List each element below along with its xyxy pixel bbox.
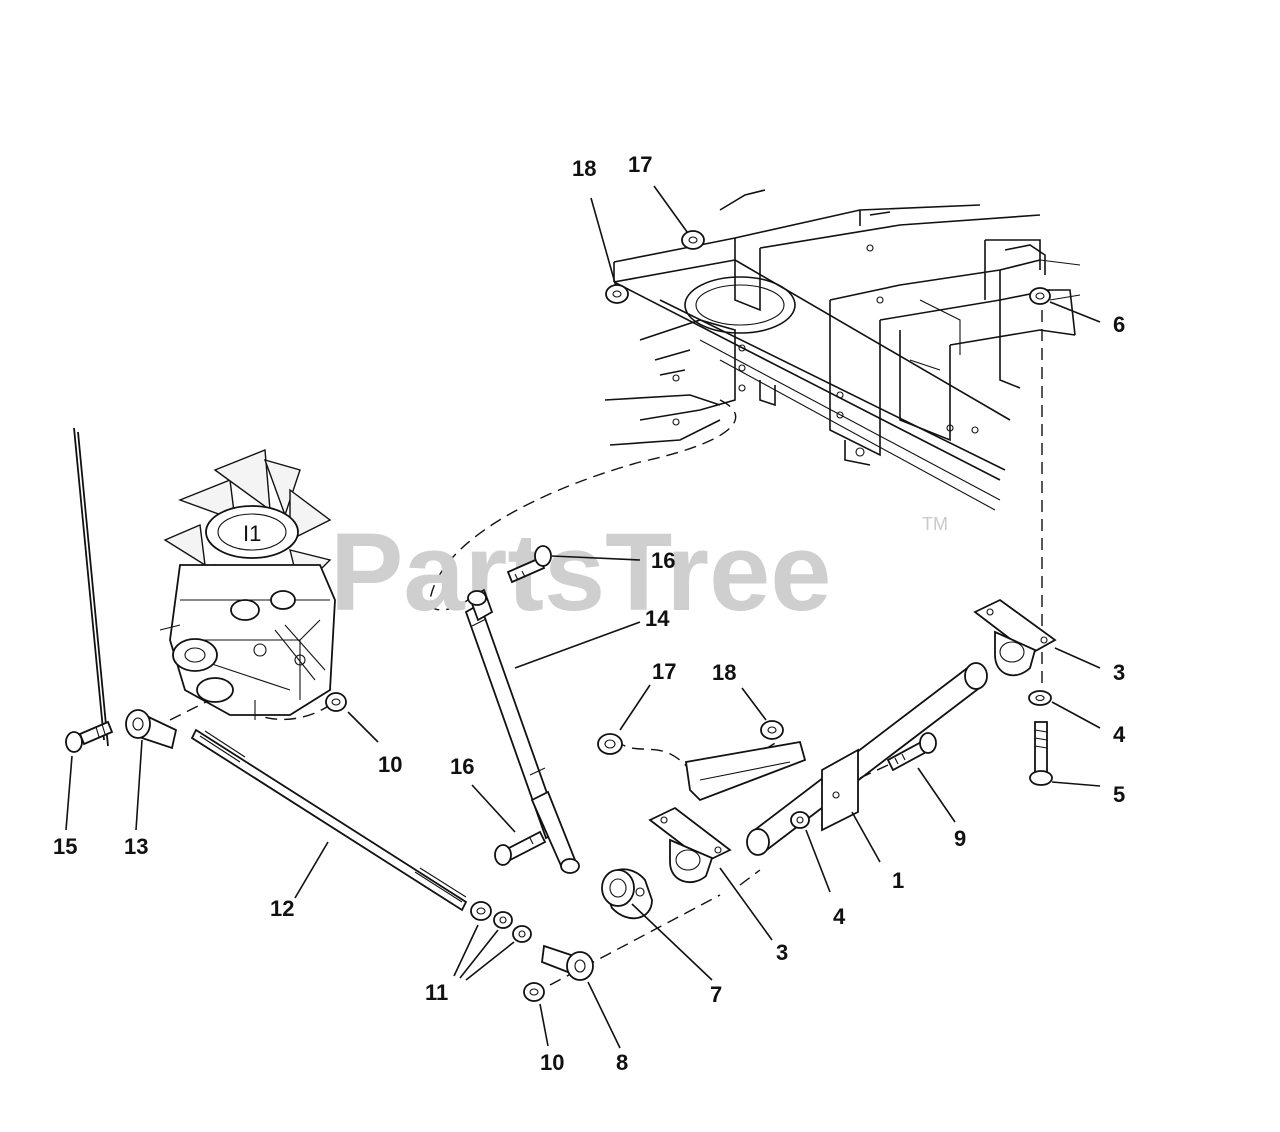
- callout-16-lower: 16: [450, 754, 474, 779]
- bolt-5: [1029, 721, 1053, 786]
- gas-spring-14: [464, 588, 580, 874]
- lower-nut-18: [760, 720, 784, 740]
- upper-bolt-16: [506, 545, 552, 584]
- bolt-15-shape: [73, 427, 105, 741]
- callout-11: 11: [425, 980, 448, 1005]
- callout-4-upper: 4: [1113, 722, 1126, 747]
- callout-3-lower: 3: [776, 940, 788, 965]
- frame-nut-6: [1029, 287, 1051, 305]
- frame-bushing-17: [681, 230, 705, 250]
- callout-14: 14: [645, 606, 670, 631]
- rod-end-8: [541, 944, 594, 981]
- callout-17-lower: 17: [652, 659, 676, 684]
- tractor-frame-icon: [604, 189, 1081, 511]
- callout-4-lower: 4: [833, 904, 846, 929]
- callout-15: 15: [53, 834, 77, 859]
- frame-nut-18: [605, 284, 629, 304]
- upper-washer-4: [1028, 690, 1052, 706]
- bolt-15: [77, 431, 109, 747]
- callout-18-frame: 18: [572, 156, 596, 181]
- bolt-9: [859, 732, 937, 779]
- bolt-15-body: [65, 720, 114, 753]
- lower-pillow-block-3: [648, 806, 732, 884]
- callout-6: 6: [1113, 312, 1125, 337]
- callout-3-upper: 3: [1113, 660, 1125, 685]
- callout-16-upper: 16: [651, 548, 675, 573]
- callout-9: 9: [954, 826, 966, 851]
- svg-text:I1: I1: [243, 521, 261, 546]
- rod-end-13: [125, 709, 178, 750]
- callout-12: 12: [270, 896, 294, 921]
- callout-7: 7: [710, 982, 722, 1007]
- callout-5: 5: [1113, 782, 1125, 807]
- lower-nut-10: [523, 982, 545, 1002]
- callout-10-upper: 10: [378, 752, 402, 777]
- collar-7: [601, 868, 653, 920]
- callout-10-lower: 10: [540, 1050, 564, 1075]
- watermark-brand: PartsTree: [330, 511, 831, 634]
- nuts-11: [470, 901, 532, 943]
- transmission-nut-10: [325, 692, 347, 712]
- callout-18-lower: 18: [712, 660, 736, 685]
- callout-13: 13: [124, 834, 148, 859]
- upper-pillow-block-3: [973, 598, 1057, 677]
- callout-1: 1: [892, 868, 904, 893]
- hydrostatic-transmission-icon: I1: [159, 448, 336, 720]
- lower-washer-4: [790, 811, 810, 829]
- lower-bolt-16: [494, 830, 547, 866]
- cross-shaft-1: [684, 662, 988, 856]
- lower-bushing-17: [597, 733, 623, 755]
- threaded-rod-12: [190, 728, 468, 912]
- callout-17-frame: 17: [628, 152, 652, 177]
- watermark-trademark: TM: [922, 514, 948, 534]
- callout-8: 8: [616, 1050, 628, 1075]
